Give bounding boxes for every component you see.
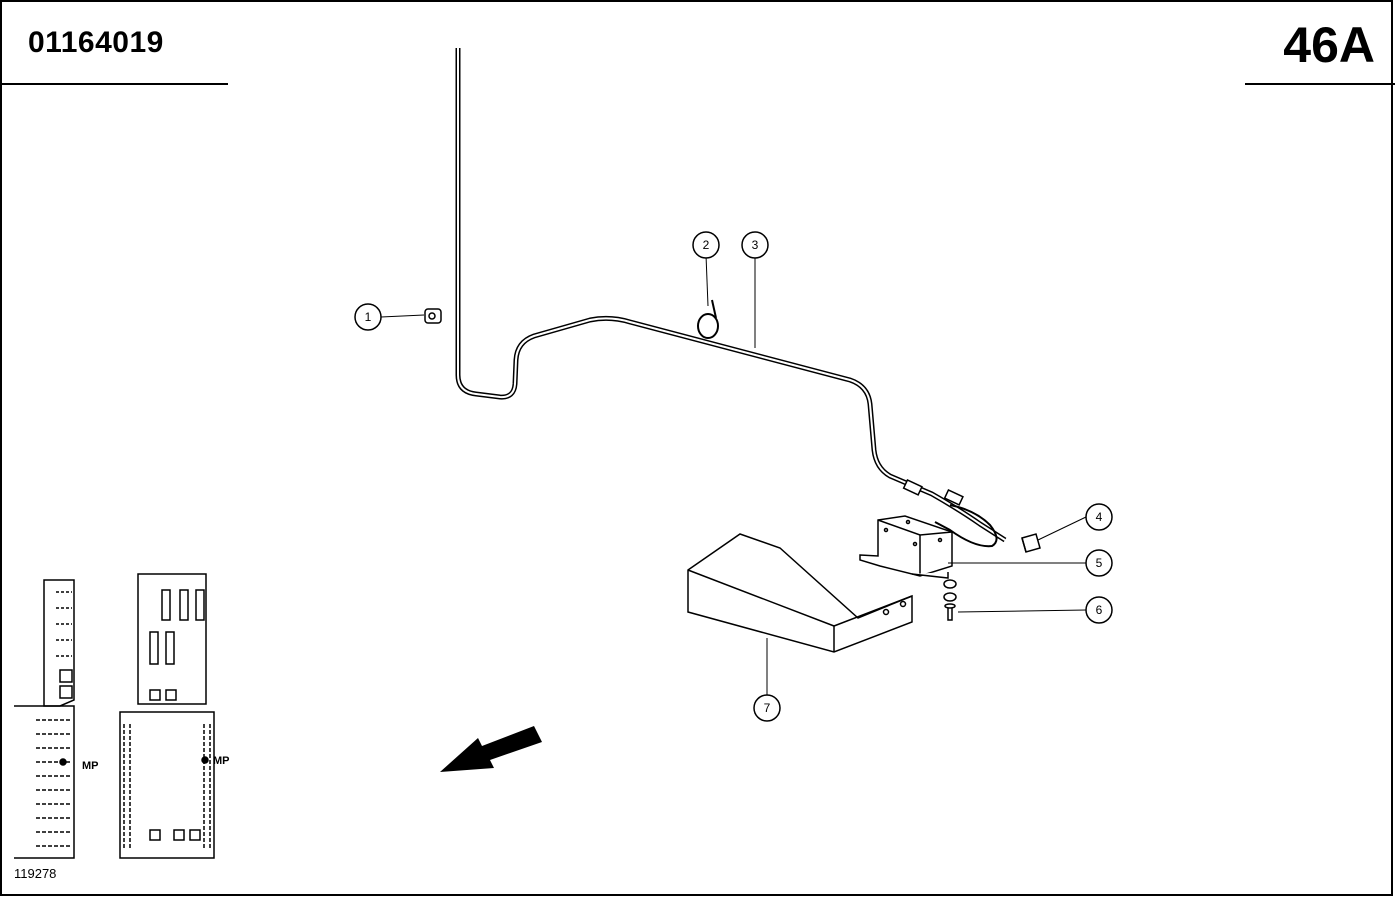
direction-arrow — [440, 726, 542, 772]
callout-1: 1 — [354, 303, 382, 331]
page-code: 46A — [1283, 17, 1375, 73]
mp-label-left: MP — [82, 760, 99, 772]
document-number: 01164019 — [28, 26, 164, 59]
cable-harness — [455, 48, 1007, 548]
callout-4: 4 — [1085, 503, 1113, 531]
callout-label: 2 — [703, 238, 710, 252]
reference-number: 119278 — [14, 866, 57, 881]
control-box — [859, 515, 953, 579]
tie-strap — [697, 299, 719, 339]
callout-5: 5 — [1085, 549, 1113, 577]
cable-clip — [424, 308, 442, 324]
callout-7: 7 — [753, 694, 781, 722]
callout-6: 6 — [1085, 596, 1113, 624]
leader-lines — [380, 254, 1087, 696]
locator-view-left — [14, 579, 75, 859]
callout-label: 5 — [1096, 556, 1103, 570]
header-rule-right — [1245, 83, 1395, 85]
callout-label: 7 — [764, 701, 771, 715]
bolt-set — [943, 579, 957, 621]
callout-label: 6 — [1096, 603, 1103, 617]
callout-3: 3 — [741, 231, 769, 259]
callout-label: 4 — [1096, 510, 1103, 524]
callout-2: 2 — [692, 231, 720, 259]
bracket-clip — [1021, 533, 1041, 553]
mp-label-right: MP — [213, 755, 230, 767]
callout-label: 3 — [752, 238, 759, 252]
callout-label: 1 — [365, 310, 372, 324]
mounting-bracket — [687, 533, 913, 653]
locator-view-right — [119, 573, 215, 859]
header-rule-left — [2, 83, 228, 85]
